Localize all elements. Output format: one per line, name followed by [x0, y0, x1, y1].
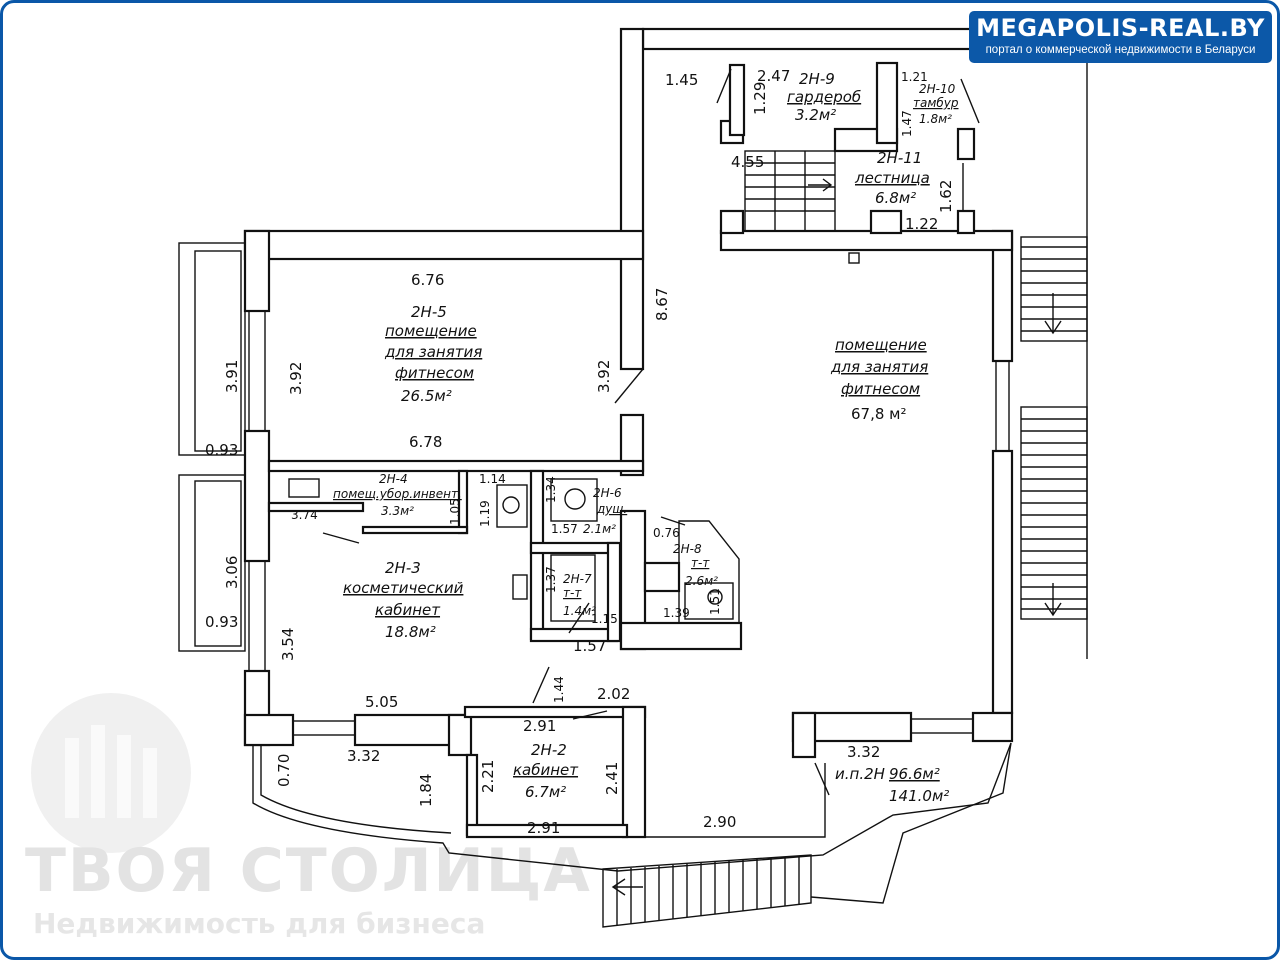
watermark-title: ТВОЯ СТОЛИЦА — [25, 836, 592, 906]
dim-16: 1.14 — [479, 472, 506, 486]
walls — [178, 27, 1014, 839]
dim-27: 1.57 — [573, 637, 606, 655]
dim-26: 1.51 — [708, 588, 722, 615]
room-main-name1: помещение — [835, 336, 927, 354]
dim-22: 0.76 — [653, 526, 680, 540]
dim-32: 2.02 — [597, 685, 630, 703]
room-2n3-name1: косметический — [343, 579, 464, 597]
room-2n10-code: 2Н-10 — [919, 82, 956, 96]
dim-17: 1.34 — [544, 476, 558, 503]
room-2n8-name: т-т — [691, 556, 710, 570]
room-2n5-code: 2Н-5 — [411, 303, 447, 321]
dim-31: 1.44 — [552, 676, 566, 703]
dim-30: 3.54 — [279, 628, 297, 661]
room-2n4-code: 2Н-4 — [379, 472, 408, 486]
room-2n9-area: 3.2м² — [795, 106, 836, 124]
dim-15: 6.78 — [409, 433, 442, 451]
dim-24: 1.15 — [591, 612, 618, 626]
total-area-1: 96.6м² — [889, 765, 940, 783]
room-2n5-name1: помещение — [385, 322, 477, 340]
dim-38: 1.84 — [417, 774, 435, 807]
dim-13: 3.92 — [595, 360, 613, 393]
room-2n2-code: 2Н-2 — [531, 741, 567, 759]
room-2n3-code: 2Н-3 — [385, 559, 421, 577]
dim-9: 6.76 — [411, 271, 444, 289]
dim-20: 1.19 — [478, 500, 492, 527]
exterior-stairs — [1020, 33, 1088, 659]
room-2n4-name: помещ.убор.инвент. — [333, 487, 462, 501]
brand-name: MEGAPOLIS-REAL.BY — [976, 14, 1265, 42]
dim-12: 3.92 — [287, 362, 305, 395]
dim-41: 2.91 — [527, 819, 560, 837]
room-2n8-code: 2Н-8 — [673, 542, 702, 556]
dim-25: 1.39 — [663, 606, 690, 620]
dim-1: 1.45 — [665, 71, 698, 89]
room-main-name2: для занятия — [830, 358, 928, 376]
room-2n2-name: кабинет — [513, 761, 579, 779]
watermark-subtitle: Недвижимость для бизнеса — [33, 907, 485, 940]
dim-40: 2.41 — [603, 762, 621, 795]
dim-7: 1.62 — [937, 180, 955, 213]
room-2n11-code: 2Н-11 — [877, 149, 922, 167]
dim-23: 1.37 — [544, 566, 558, 593]
room-2n3-area: 18.8м² — [385, 623, 436, 641]
interior-stairs — [744, 150, 964, 232]
room-2n6-name: душ. — [596, 502, 627, 516]
door-swings — [322, 68, 980, 796]
room-2n4-area: 3.3м² — [381, 504, 414, 518]
dim-8: 1.22 — [905, 215, 938, 233]
room-2n6-code: 2Н-6 — [593, 486, 622, 500]
bay-outline — [252, 742, 1012, 872]
room-2n7-code: 2Н-7 — [563, 572, 592, 586]
watermark-logo — [31, 693, 191, 853]
dim-33: 5.05 — [365, 693, 398, 711]
dim-4: 1.21 — [901, 70, 928, 84]
dim-3: 1.29 — [751, 82, 769, 115]
dim-21: 1.57 — [551, 522, 578, 536]
room-2n5-name2: для занятия — [384, 343, 482, 361]
dim-34: 2.91 — [523, 717, 556, 735]
room-2n3-name2: кабинет — [375, 601, 441, 619]
room-2n2-area: 6.7м² — [525, 783, 566, 801]
total-code: и.п.2Н — [835, 765, 885, 783]
entrance-stairs — [602, 854, 812, 928]
dimensions: 1.45 2.47 1.29 1.21 1.47 4.55 1.62 1.22 … — [205, 67, 955, 837]
dim-11: 3.91 — [223, 360, 241, 393]
brand-tagline: портал о коммерческой недвижимости в Бел… — [985, 44, 1256, 56]
dim-39: 2.21 — [479, 760, 497, 793]
dim-14: 0.93 — [205, 441, 238, 459]
dim-19: 1.05 — [448, 498, 462, 525]
room-2n10-name: тамбур — [913, 96, 959, 110]
room-2n11-name: лестница — [854, 169, 930, 187]
dim-35: 3.32 — [347, 747, 380, 765]
dim-18: 3.74 — [291, 508, 318, 522]
room-2n10-area: 1.8м² — [919, 112, 952, 126]
brand-banner[interactable]: MEGAPOLIS-REAL.BY портал о коммерческой … — [969, 11, 1272, 63]
room-2n6-area: 2.1м² — [583, 522, 616, 536]
room-main-area: 67,8 м² — [851, 405, 907, 423]
room-main-name3: фитнесом — [841, 380, 920, 398]
dim-5: 1.47 — [900, 110, 914, 137]
dim-28: 3.06 — [223, 556, 241, 589]
dim-10: 8.67 — [653, 288, 671, 321]
room-2n5-name3: фитнесом — [395, 364, 474, 382]
room-labels: 2Н-9 гардероб 3.2м² 2Н-10 тамбур 1.8м² 2… — [333, 70, 959, 805]
sanitary-fixtures — [288, 252, 860, 624]
room-2n9-code: 2Н-9 — [799, 70, 835, 88]
dim-6: 4.55 — [731, 153, 764, 171]
room-2n5-area: 26.5м² — [401, 387, 452, 405]
dim-36: 0.70 — [275, 754, 293, 787]
room-2n9-name: гардероб — [787, 88, 861, 106]
total-area-2: 141.0м² — [889, 787, 949, 805]
dim-42: 2.90 — [703, 813, 736, 831]
floor-plan: ТВОЯ СТОЛИЦА Недвижимость для бизнеса — [25, 27, 1088, 940]
dim-29: 0.93 — [205, 613, 238, 631]
room-2n7-area: 1.4м² — [563, 604, 596, 618]
dim-2: 2.47 — [757, 67, 790, 85]
room-2n11-area: 6.8м² — [875, 189, 916, 207]
room-2n8-area: 2.6м² — [685, 574, 718, 588]
dim-37: 3.32 — [847, 743, 880, 761]
room-2n7-name: т-т — [563, 586, 582, 600]
